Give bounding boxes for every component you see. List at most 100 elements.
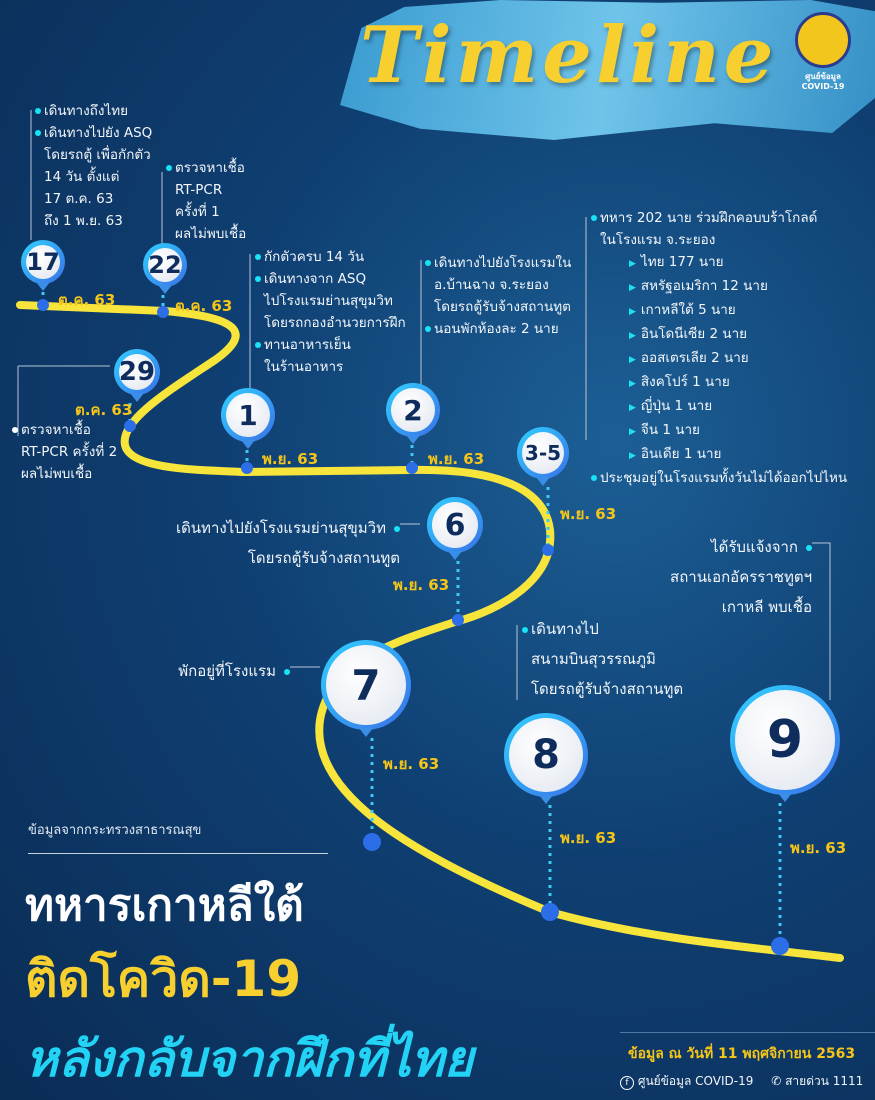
note-line: โดยรถตู้ เพื่อกักตัว [35,144,152,166]
note-line: เดินทางไปยังโรงแรมใน [425,252,571,274]
event-date: พ.ย. 63 [428,450,485,468]
triangle-bullet-icon: ▶ [629,331,636,341]
as-of-date: ข้อมูล ณ วันที่ 11 พฤศจิกายน 2563 [628,1046,856,1062]
note-text: ครั้งที่ 1 [175,204,220,220]
government-seal-logo [795,12,851,68]
country-text: ไทย 177 นาย [640,254,724,270]
timeline-node [363,833,381,851]
country-count: ▶ออสเตรเลีย 2 นาย [591,347,847,371]
note-line: เดินทางจาก ASQ [255,268,406,290]
triangle-bullet-icon: ▶ [629,283,636,293]
bullet-dot-icon [591,475,597,481]
note-line: ทหาร 202 นาย ร่วมฝึกคอบบร้าโกลด์ [591,207,847,229]
facebook-page-link[interactable]: ศูนย์ข้อมูล COVID-19 [637,1074,754,1088]
note-line: โดยรถตู้รับจ้างสถานทูต [176,543,400,573]
country-text: เกาหลีใต้ 5 นาย [640,302,736,318]
note-text: ในร้านอาหาร [264,359,344,375]
facebook-icon: f [620,1076,634,1090]
note-line: เดินทางไปยัง ASQ [35,122,152,144]
note-text: โดยรถตู้รับจ้างสถานทูต [531,680,684,698]
note-text: อ.บ้านฉาง จ.ระยอง [434,277,549,293]
timeline-node [452,614,464,626]
note-text: พักอยู่ที่โรงแรม [178,662,276,680]
page-title: Timeline [360,10,778,101]
note-line: โดยรถตู้รับจ้างสถานทูต [425,296,571,318]
note-line: นอนพักห้องละ 2 นาย [425,318,571,340]
bullet-dot-icon [255,276,261,282]
event-notes: พักอยู่ที่โรงแรม [178,656,290,686]
note-line: เดินทางไป [522,614,683,644]
bullet-dot-icon [284,668,290,675]
note-line: ในร้านอาหาร [255,356,406,378]
note-text: โดยรถกองอำนวยการฝึก [264,315,406,331]
day-number: 8 [509,718,583,792]
hotline-number[interactable]: สายด่วน 1111 [785,1074,864,1088]
note-text: เดินทางไป [531,620,599,638]
timeline-node [241,462,253,474]
event-notes: เดินทางไปยังโรงแรมในอ.บ้านฉาง จ.ระยองโดย… [425,252,571,340]
day-number: 17 [26,245,60,279]
event-date: พ.ย. 63 [262,450,319,468]
note-line: 14 วัน ตั้งแต่ [35,166,152,188]
note-text: RT-PCR [175,182,223,198]
bullet-dot-icon [806,544,812,551]
event-notes: เดินทางไปยังโรงแรมย่านสุขุมวิทโดยรถตู้รั… [176,513,400,573]
note-text: เดินทางไปยังโรงแรมใน [434,255,572,271]
note-text: ไปโรงแรมย่านสุขุมวิท [264,293,393,309]
day-number: 9 [735,690,835,790]
marker-pin-4: 1 [221,388,275,449]
note-line: อ.บ้านฉาง จ.ระยอง [425,274,571,296]
country-text: ญี่ปุ่น 1 นาย [640,398,713,414]
country-text: อินเดีย 1 นาย [640,446,722,462]
triangle-bullet-icon: ▶ [629,379,636,389]
note-line: ผลไม่พบเชื้อ [12,463,117,485]
source-label: ข้อมูลจากกระทรวงสาธารณสุข [28,823,202,838]
marker-pin-6: 3-5 [517,427,569,486]
note-line: RT-PCR ครั้งที่ 2 [12,441,117,463]
note-line: เดินทางไปยังโรงแรมย่านสุขุมวิท [176,513,400,543]
note-text: นอนพักห้องละ 2 นาย [434,321,559,337]
country-count: ▶ เกาหลีใต้ 5 นาย [591,299,847,323]
event-notes: ทหาร 202 นาย ร่วมฝึกคอบบร้าโกลด์ในโรงแรม… [591,207,847,489]
note-text: เดินทางไปยัง ASQ [44,125,153,141]
bullet-dot-icon [425,260,431,266]
marker-pin-1: 17 [21,240,65,291]
note-line: RT-PCR [166,179,246,201]
bullet-dot-icon [591,215,597,221]
event-date: พ.ย. 63 [383,755,440,773]
marker-pin-10: 9 [730,685,840,802]
bullet-dot-icon [255,342,261,348]
note-text: สนามบินสุวรรณภูมิ [531,650,656,668]
country-text: จีน 1 นาย [640,422,700,438]
phone-icon: ✆ [771,1074,782,1088]
timeline-node [37,299,49,311]
event-date: ต.ค. 63 [75,401,133,419]
note-text: ผลไม่พบเชื้อ [21,466,93,482]
triangle-bullet-icon: ▶ [629,307,636,317]
country-count: ▶อินโดนีเซีย 2 นาย [591,323,847,347]
country-count: ▶ญี่ปุ่น 1 นาย [591,395,847,419]
note-text: ได้รับแจ้งจาก [711,538,798,556]
note-line: ผลไม่พบเชื้อ [166,223,246,245]
bullet-dot-icon [522,626,528,633]
bullet-dot-icon [12,427,18,433]
country-text: สหรัฐอเมริกา 12 นาย [640,278,768,294]
title-brush-background [340,0,875,140]
marker-pin-8: 7 [321,640,411,737]
note-line: เกาหลี พบเชื้อ [670,592,812,622]
note-text: เดินทางจาก ASQ [264,271,367,287]
note-line: ตรวจหาเชื้อ [166,157,246,179]
marker-pin-7: 6 [427,497,483,560]
bullet-dot-icon [166,165,172,171]
note-line: ถึง 1 พ.ย. 63 [35,210,152,232]
country-count: ▶อินเดีย 1 นาย [591,443,847,467]
marker-pin-2: 22 [143,243,187,294]
note-text: ทหาร 202 นาย ร่วมฝึกคอบบร้าโกลด์ [600,210,818,226]
event-date: พ.ย. 63 [560,505,617,523]
marker-pin-3: 29 [114,349,160,402]
headline-line-3: หลังกลับจากฝึกที่ไทย [25,1030,474,1088]
country-count: ▶ สหรัฐอเมริกา 12 นาย [591,275,847,299]
